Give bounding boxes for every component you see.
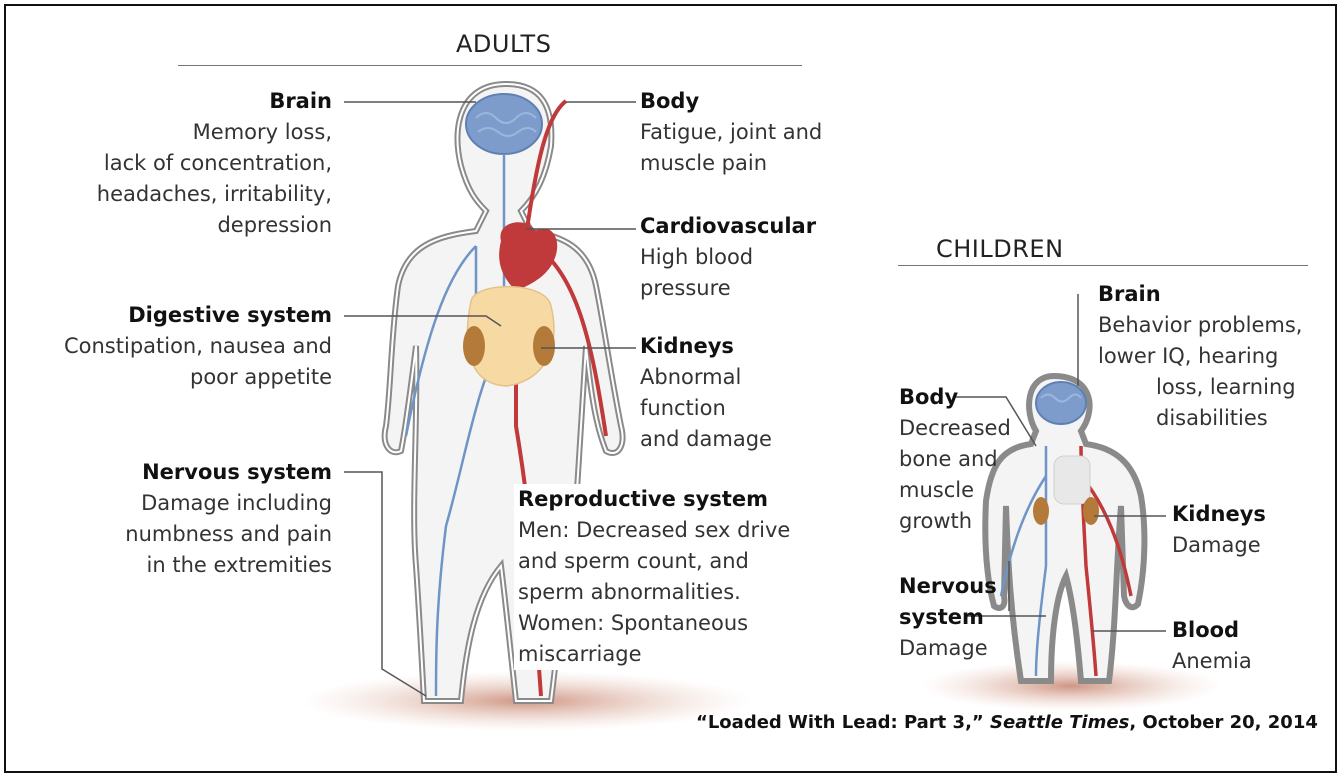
citation-publication: Seattle Times [990, 712, 1129, 733]
child-blood-line: Anemia [1172, 646, 1332, 677]
source-citation: “Loaded With Lead: Part 3,” Seattle Time… [696, 712, 1318, 733]
child-blood-label: Blood Anemia [1172, 615, 1332, 677]
child-body-line: muscle [899, 475, 1029, 506]
adult-reproductive-heading: Reproductive system [518, 484, 808, 515]
child-body-line: growth [899, 506, 1029, 537]
adult-brain-heading: Brain [32, 86, 332, 117]
adult-body-line: muscle pain [640, 148, 860, 179]
adult-nervous-line: Damage including [32, 488, 332, 519]
infographic-frame: ADULTS CHILDREN Brain Memory loss, lack … [4, 4, 1337, 773]
adult-nervous-line: in the extremities [32, 550, 332, 581]
citation-date: , October 20, 2014 [1129, 712, 1318, 733]
child-nervous-heading-1: Nervous [899, 571, 1019, 602]
adult-nervous-line: numbness and pain [32, 519, 332, 550]
children-title: CHILDREN [936, 235, 1064, 263]
adult-body-heading: Body [640, 86, 860, 117]
child-nervous-heading-2: system [899, 602, 1019, 633]
adults-title: ADULTS [456, 30, 551, 58]
child-kidney-right [1083, 497, 1099, 525]
adult-cardiovascular-label: Cardiovascular High blood pressure [640, 211, 860, 304]
child-body-heading: Body [899, 382, 1029, 413]
child-kidneys-line: Damage [1172, 530, 1332, 561]
adult-reproductive-line: sperm abnormalities. [518, 577, 808, 608]
adult-kidneys-line: Abnormal [640, 362, 860, 393]
adult-kidney-right [533, 326, 555, 366]
adult-digestive-line: poor appetite [32, 362, 332, 393]
child-body-label: Body Decreased bone and muscle growth [899, 382, 1029, 537]
child-brain-organ [1036, 382, 1086, 424]
child-blood-heading: Blood [1172, 615, 1332, 646]
child-brain-line: disabilities [1098, 403, 1337, 434]
adult-reproductive-line: Men: Decreased sex drive [518, 515, 808, 546]
adult-kidney-left [463, 326, 485, 366]
adult-brain-line: lack of concentration, [32, 148, 332, 179]
adult-brain-label: Brain Memory loss, lack of concentration… [32, 86, 332, 241]
adult-brain-line: Memory loss, [32, 117, 332, 148]
child-body-line: Decreased [899, 413, 1029, 444]
adult-kidneys-line: function [640, 393, 860, 424]
child-brain-line: Behavior problems, [1098, 310, 1337, 341]
child-kidney-left [1033, 497, 1049, 525]
child-body-line: bone and [899, 444, 1029, 475]
adult-body-label: Body Fatigue, joint and muscle pain [640, 86, 860, 179]
adult-digestive-heading: Digestive system [32, 300, 332, 331]
adult-reproductive-women-line: miscarriage [518, 639, 808, 670]
children-title-rule [898, 265, 1308, 266]
adult-nervous-heading: Nervous system [32, 457, 332, 488]
adult-body-line: Fatigue, joint and [640, 117, 860, 148]
adult-reproductive-label: Reproductive system Men: Decreased sex d… [514, 484, 808, 670]
adult-cardiovascular-line: pressure [640, 273, 860, 304]
adult-cardiovascular-heading: Cardiovascular [640, 211, 860, 242]
adult-nervous-label: Nervous system Damage including numbness… [32, 457, 332, 581]
child-kidneys-label: Kidneys Damage [1172, 499, 1332, 561]
adult-kidneys-heading: Kidneys [640, 331, 860, 362]
child-brain-line: loss, learning [1098, 372, 1337, 403]
adult-digestive-line: Constipation, nausea and [32, 331, 332, 362]
adults-title-rule [178, 65, 802, 66]
adult-cardiovascular-line: High blood [640, 242, 860, 273]
adult-kidneys-label: Kidneys Abnormal function and damage [640, 331, 860, 455]
child-nervous-label: Nervous system Damage [899, 571, 1019, 664]
adult-kidneys-line: and damage [640, 424, 860, 455]
child-brain-label: Brain Behavior problems, lower IQ, heari… [1098, 279, 1337, 434]
adult-reproductive-line: and sperm count, and [518, 546, 808, 577]
child-kidneys-heading: Kidneys [1172, 499, 1332, 530]
child-nervous-line: Damage [899, 633, 1019, 664]
child-brain-line: lower IQ, hearing [1098, 341, 1337, 372]
adult-brain-line: depression [32, 210, 332, 241]
citation-title: “Loaded With Lead: Part 3,” [696, 712, 990, 733]
adult-reproductive-women-line: Women: Spontaneous [518, 608, 808, 639]
adult-digestive-label: Digestive system Constipation, nausea an… [32, 300, 332, 393]
child-brain-heading: Brain [1098, 279, 1337, 310]
adult-brain-line: headaches, irritability, [32, 179, 332, 210]
adult-brain-organ [466, 94, 542, 154]
